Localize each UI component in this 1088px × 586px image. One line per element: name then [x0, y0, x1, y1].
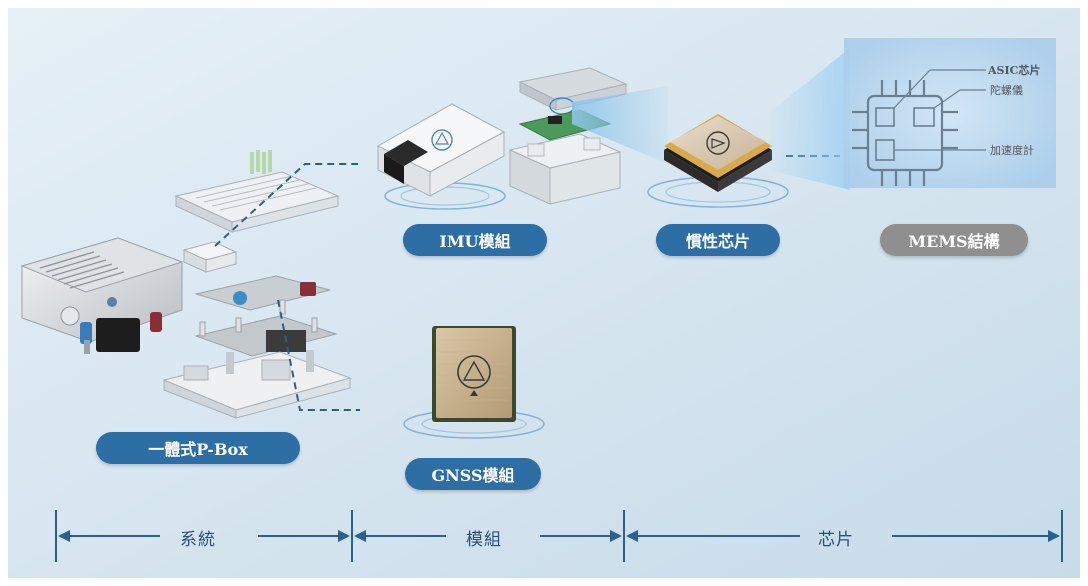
scale-bar [55, 510, 1063, 562]
inertial-chip-label: 慣性芯片 [656, 224, 780, 256]
zoom-beam-2 [770, 48, 850, 190]
mems-structure-image [844, 38, 1056, 188]
gnss-module-image [403, 326, 545, 439]
pbox-label: 一體式P-Box [96, 432, 300, 464]
scale-label-chip: 芯片 [818, 530, 854, 550]
imu-module-image [376, 103, 506, 210]
gnss-module-label: GNSS模組 [405, 458, 541, 490]
pbox-device-image [20, 150, 352, 419]
scale-label-module: 模組 [466, 530, 502, 550]
zoom-beam-1 [572, 86, 668, 164]
mems-structure-label: MEMS結構 [880, 224, 1028, 256]
imu-module-label: IMU模組 [403, 224, 547, 256]
inertial-chip-image [647, 114, 789, 208]
asic-chip-callout: ASIC芯片 [988, 64, 1041, 77]
imu-exploded-image [508, 67, 628, 205]
scale-label-system: 系統 [180, 530, 216, 550]
accelerometer-callout: 加速度計 [990, 144, 1034, 157]
gyroscope-callout: 陀螺儀 [990, 84, 1023, 97]
